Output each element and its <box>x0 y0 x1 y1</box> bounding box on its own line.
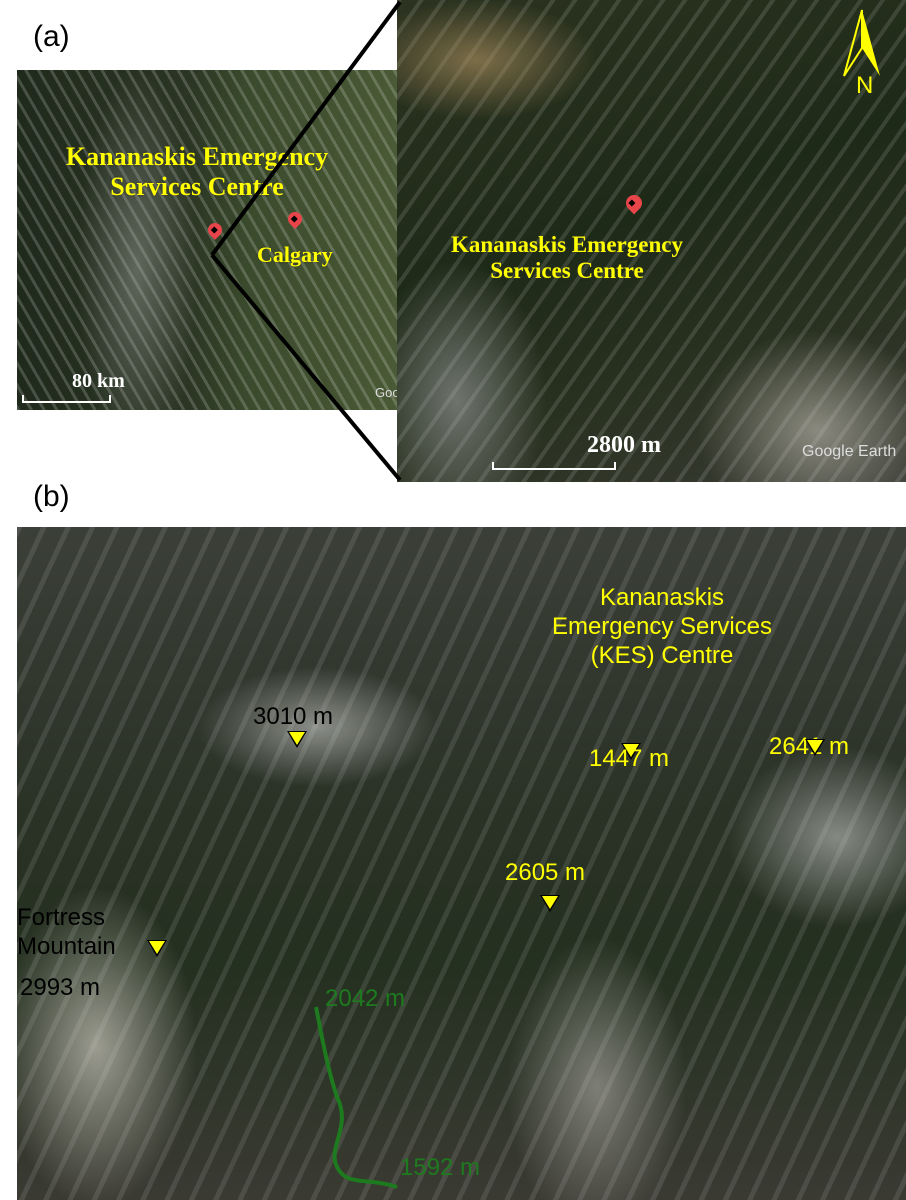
attribution: Google Earth <box>802 443 897 460</box>
north-arrow-icon <box>843 9 880 77</box>
attribution: Goo <box>375 385 398 400</box>
calgary-label: Calgary <box>257 242 333 267</box>
panel-a-label: (a) <box>33 20 70 53</box>
peak-marker-icon <box>287 731 307 748</box>
peak-marker-icon <box>540 895 560 912</box>
panel-b-label: (b) <box>33 480 70 513</box>
overview-satellite-map: Kananaskis Emergency Services Centre Cal… <box>17 70 398 410</box>
oblique-terrain-view: 3010 m Kananaskis Emergency Services (KE… <box>17 527 906 1200</box>
zoom-connector-lines <box>210 0 402 482</box>
scale-label: 80 km <box>72 370 125 392</box>
scale-bar <box>22 395 111 403</box>
zoomed-satellite-map: Kananaskis Emergency Services Centre N 2… <box>397 0 906 482</box>
fortress-label: Fortress Mountain <box>17 904 116 960</box>
peak-marker-icon <box>805 739 825 756</box>
site-label: Kananaskis Emergency Services Centre <box>451 232 683 284</box>
scale-bar <box>492 462 616 470</box>
route-path <box>314 1006 398 1189</box>
north-label: N <box>856 72 874 99</box>
fortress-elevation: 2993 m <box>20 974 101 1001</box>
peak-label: 3010 m <box>253 703 334 730</box>
route-top-label: 2042 m <box>325 985 406 1012</box>
peak-marker-icon <box>147 940 167 957</box>
kes-marker-icon <box>621 743 641 760</box>
peak-label: 2605 m <box>505 859 586 886</box>
kes-elevation: 1447 m <box>589 745 670 772</box>
scale-label: 2800 m <box>587 432 661 458</box>
route-bottom-label: 1592 m <box>400 1154 481 1181</box>
kes-label: Kananaskis Emergency Services (KES) Cent… <box>551 584 773 669</box>
